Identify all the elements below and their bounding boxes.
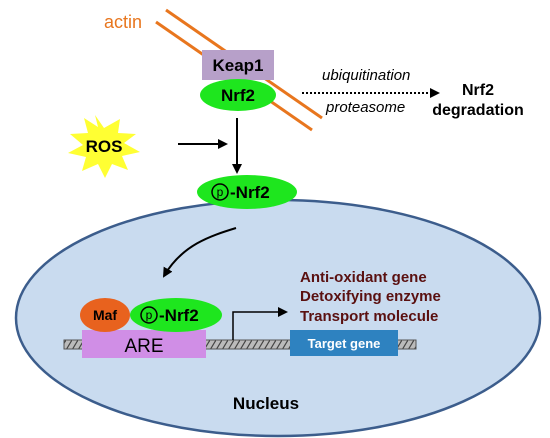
are-label: ARE (124, 336, 163, 357)
nrf2-ellipse (200, 79, 276, 111)
target-gene-box (290, 330, 398, 356)
p-nrf2-nuclear-ellipse (130, 298, 222, 332)
ubiquitination-label: ubiquitination (322, 67, 410, 84)
maf-label: Maf (93, 307, 117, 323)
p-symbol-circle (211, 183, 229, 201)
nuclear-translocation-arrow (162, 227, 237, 278)
p-symbol: p (217, 185, 224, 199)
gene-product-detoxifying: Detoxifying enzyme (300, 288, 441, 305)
nrf2-degradation-label-1: Nrf2 (462, 82, 494, 99)
proteasome-label: proteasome (325, 99, 405, 116)
gene-product-antioxidant: Anti-oxidant gene (300, 269, 427, 286)
nucleus-label: Nucleus (233, 394, 299, 413)
target-gene-label: Target gene (308, 336, 381, 351)
p-symbol-nuclear-circle (140, 306, 158, 324)
keap1-box (202, 50, 274, 80)
keap1-label: Keap1 (212, 56, 263, 75)
nrf2-degradation-label-2: degradation (432, 102, 524, 119)
maf-ellipse (80, 298, 130, 332)
transcription-arrow (232, 307, 288, 340)
nrf2-label: Nrf2 (221, 86, 255, 105)
p-symbol-nuclear: p (146, 308, 153, 322)
p-nrf2-nuclear-label: -Nrf2 (159, 306, 199, 325)
p-nrf2-label: -Nrf2 (230, 183, 270, 202)
actin-label: actin (104, 12, 142, 32)
ros-burst (68, 115, 140, 178)
ros-label: ROS (86, 137, 123, 156)
dna-strand (63, 339, 417, 350)
are-box (82, 330, 206, 358)
gene-product-transport: Transport molecule (300, 308, 438, 325)
